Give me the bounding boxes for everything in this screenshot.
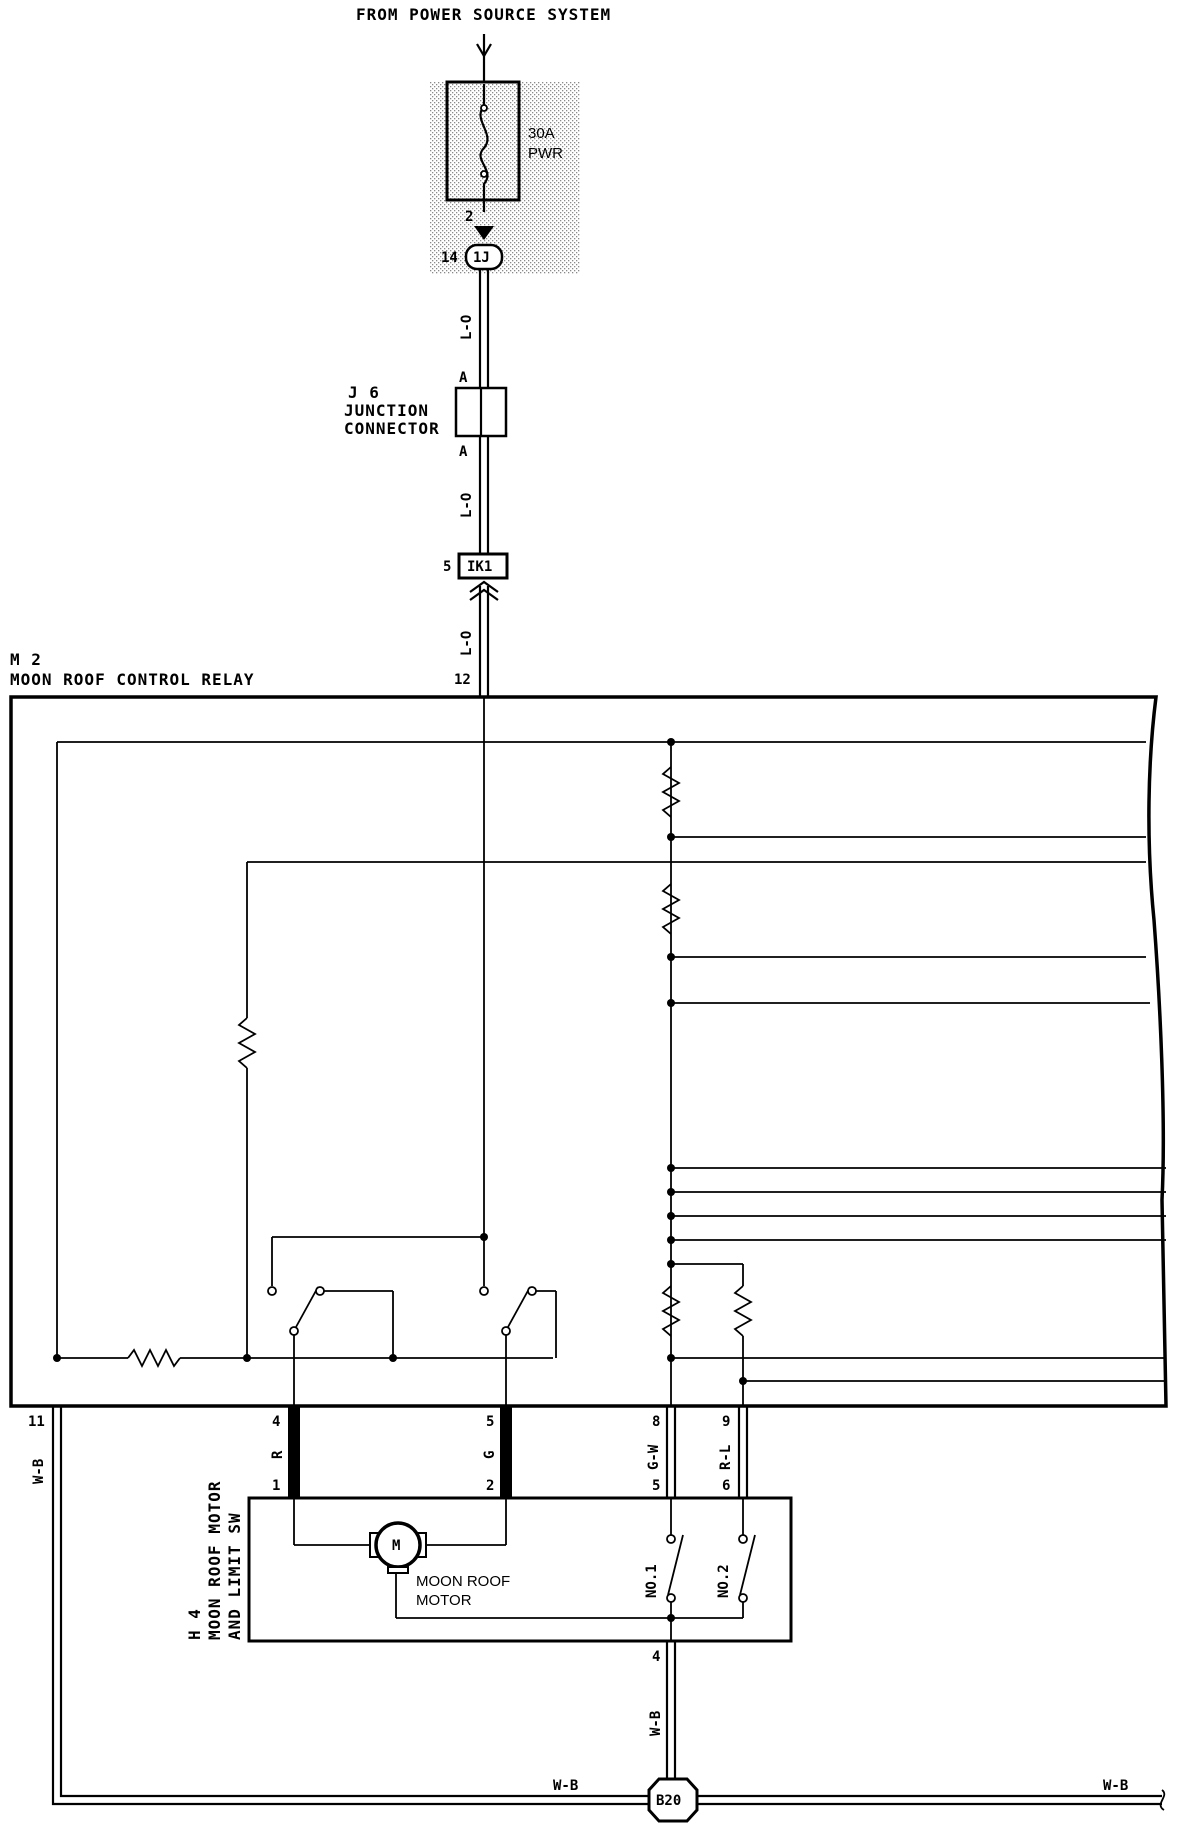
relay-name: MOON ROOF CONTROL RELAY [10,670,255,689]
h4-pin-1: 1 [272,1478,280,1494]
fuse-name: PWR [528,145,563,162]
wire-label-l-o-2: L-O [459,493,475,518]
wire-label-r-l: R-L [718,1445,734,1470]
connector-1j-pin: 14 [441,250,458,266]
relay-pin-5: 5 [486,1414,494,1430]
wire-label-w-b-bottom-right: W-B [1103,1778,1128,1794]
wire-w-b-right [694,1789,1166,1811]
j6-pin-bottom: A [459,444,468,460]
power-arrow [476,34,492,84]
limit-switch-no2: NO.2 [716,1564,732,1598]
h4-box [247,1496,793,1643]
relay-pin-9: 9 [722,1414,730,1430]
power-source-label: FROM POWER SOURCE SYSTEM [356,5,611,24]
connector-arrow [474,226,494,240]
wire-label-l-o-3: L-O [459,631,475,656]
j6-name-line2: CONNECTOR [344,419,440,438]
wire-label-g-w: G-W [646,1444,662,1470]
wire-label-w-b-left: W-B [31,1459,47,1484]
h4-internal-circuit [293,1498,756,1641]
wire-label-l-o-1: L-O [459,315,475,340]
double-chevron [469,580,499,601]
wire-w-b-left [51,1406,652,1806]
relay-pin-8: 8 [652,1414,660,1430]
relay-internal-circuit [53,697,1166,1406]
connector-ik1 [457,552,509,580]
h4-pin-5: 5 [652,1478,660,1494]
h4-name-line2: AND LIMIT SW [225,1512,244,1640]
connector-ik1-label: IK1 [467,559,492,575]
ground-b20 [647,1777,699,1823]
wire-l-o-lower [478,586,490,697]
wire-label-w-b-mid: W-B [648,1711,664,1736]
wire-g-w [665,1406,677,1498]
wire-g [500,1406,512,1498]
relay-pin-4: 4 [272,1414,280,1430]
ground-b20-label: B20 [656,1793,681,1809]
j6-name-line1: JUNCTION [344,401,429,420]
h4-id: H 4 [185,1608,204,1640]
motor-symbol: M [392,1538,400,1554]
wire-l-o-middle [478,436,490,554]
connector-1j [464,243,504,271]
connector-1j-label: 1J [473,250,490,266]
j6-pin-top: A [459,370,468,386]
h4-pin-2: 2 [486,1478,494,1494]
wire-r-l [737,1406,749,1498]
limit-switch-no1: NO.1 [644,1564,660,1598]
wire-l-o-upper [478,270,490,388]
relay-pin-11: 11 [28,1414,45,1430]
fuse-rating: 30A [528,125,555,142]
wire-label-r: R [270,1450,286,1459]
h4-pin-4: 4 [652,1649,660,1665]
h4-name-line1: MOON ROOF MOTOR [205,1481,224,1641]
wire-w-b-mid [665,1641,677,1782]
motor-label-line1: MOON ROOF [416,1573,510,1590]
relay-pin-12: 12 [454,672,471,688]
wire-label-g: G [482,1451,498,1459]
fuse-block [430,80,580,274]
wire-r [288,1406,300,1498]
connector-ik1-pin: 5 [443,559,451,575]
wire-label-w-b-bottom-left: W-B [553,1778,578,1794]
h4-pin-6: 6 [722,1478,730,1494]
relay-id: M 2 [10,650,42,669]
motor-icon [369,1521,427,1574]
fuse-terminal-bottom [480,170,488,178]
fuse-pin-2: 2 [465,209,473,225]
motor-label-line2: MOTOR [416,1592,472,1609]
j6-id: J 6 [348,383,380,402]
relay-box [9,695,1168,1408]
fuse-terminal-top [480,104,488,112]
